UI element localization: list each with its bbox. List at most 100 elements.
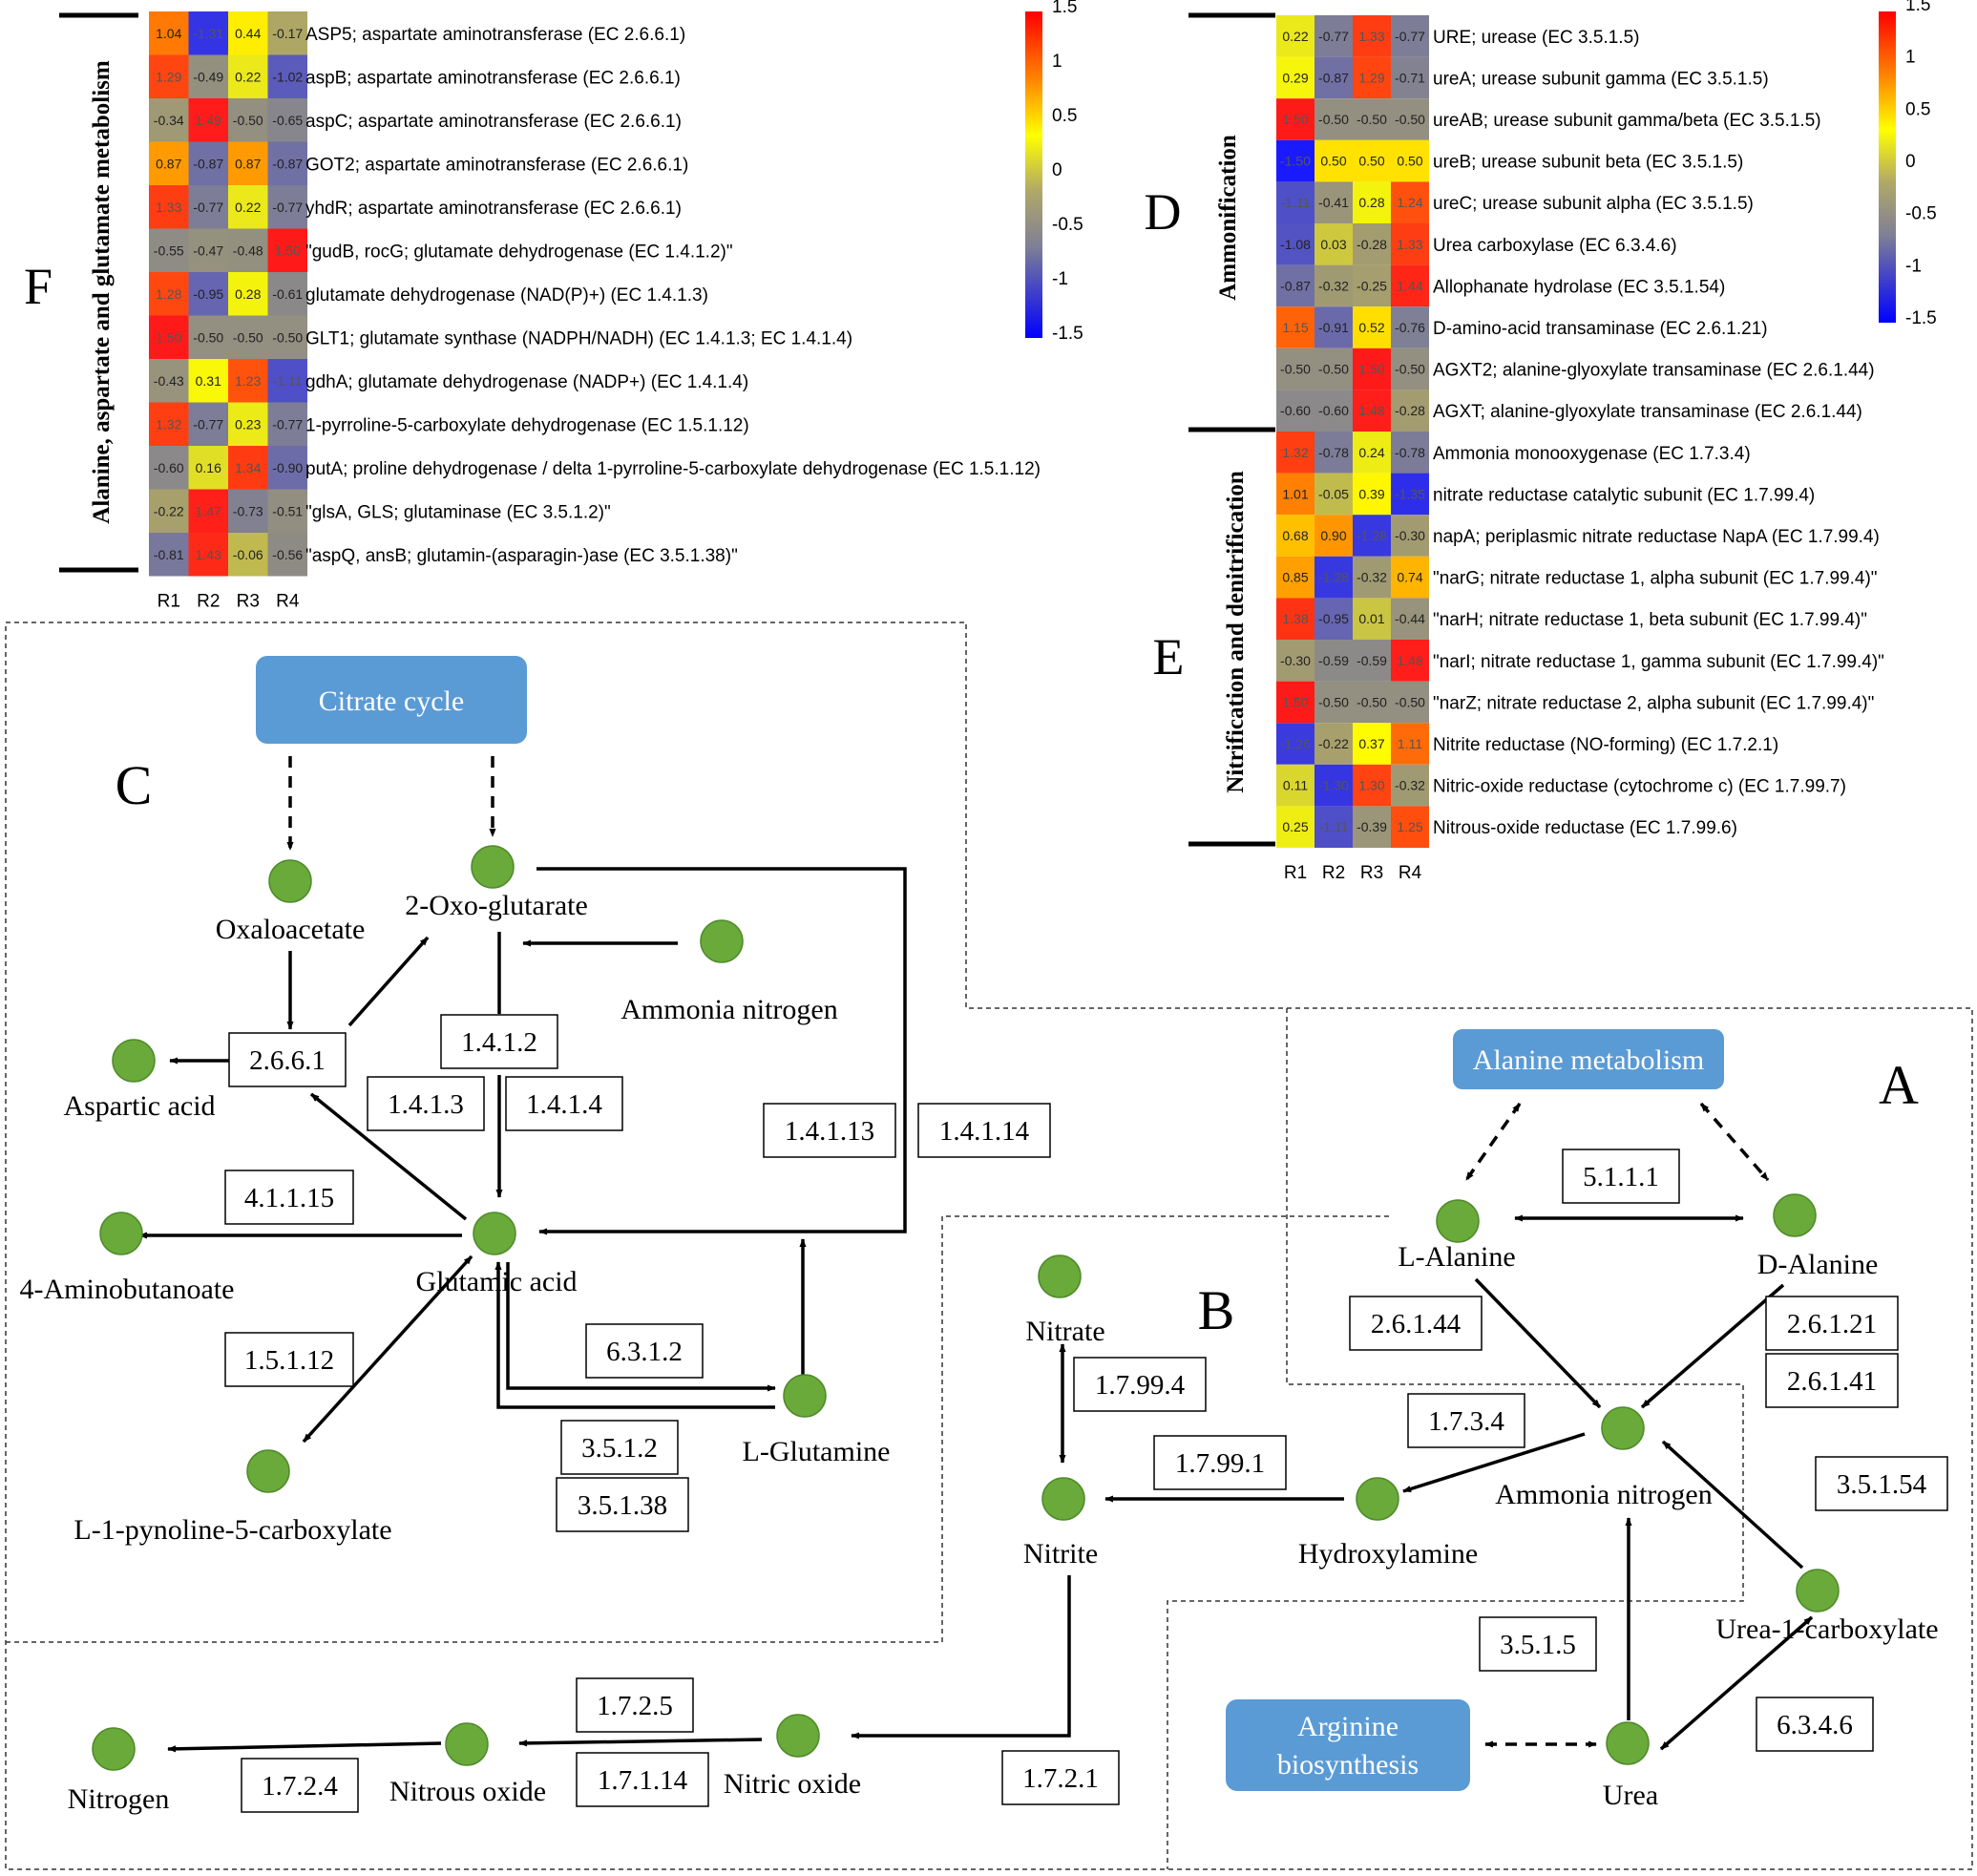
heatmap-cell-value: 1.11 bbox=[1398, 736, 1422, 751]
heatmap-cell bbox=[1391, 723, 1429, 765]
heatmap-cell bbox=[1353, 181, 1391, 223]
metabolite-node-d-alanine bbox=[1773, 1193, 1817, 1237]
heatmap-cell-value: 1.29 bbox=[156, 69, 181, 84]
heatmap-cell bbox=[188, 272, 228, 316]
heatmap-cell bbox=[1276, 556, 1314, 599]
heatmap-cell bbox=[149, 141, 189, 185]
heatmap-cell-value: -1.28 bbox=[1318, 570, 1349, 585]
metabolite-node-l-alanine bbox=[1436, 1199, 1480, 1243]
heatmap-cell bbox=[267, 228, 307, 272]
heatmap-cell bbox=[228, 228, 268, 272]
heatmap-cell bbox=[1353, 640, 1391, 682]
heatmap-cell bbox=[1353, 432, 1391, 474]
colorbar-tick: -1.5 bbox=[1052, 324, 1083, 344]
heatmap-cell bbox=[1314, 348, 1353, 390]
heatmap-cell-value: 0.31 bbox=[196, 373, 221, 389]
heatmap-cell-value: -0.39 bbox=[1357, 819, 1387, 834]
heatmap-cell-value: -0.60 bbox=[1280, 403, 1311, 418]
enzyme-box bbox=[1765, 1353, 1899, 1408]
heatmap-cell bbox=[1314, 390, 1353, 432]
heatmap-cell-value: -1.11 bbox=[1281, 195, 1311, 210]
metabolite-label-aspartic: Aspartic acid bbox=[63, 1090, 215, 1122]
category-box-citrate: Citrate cycle bbox=[256, 656, 527, 744]
metabolite-label-glutamic: Glutamic acid bbox=[415, 1266, 577, 1297]
colorbar-tick: -0.5 bbox=[1905, 204, 1937, 224]
heatmap-row-label: napA; periplasmic nitrate reductase NapA… bbox=[1433, 527, 1880, 547]
metabolite-label-aminobutanoate: 4-Aminobutanoate bbox=[20, 1274, 235, 1305]
heatmap-cell-value: -0.95 bbox=[1318, 611, 1349, 626]
heatmap-cell-value: -1.11 bbox=[273, 373, 303, 389]
heatmap-cell bbox=[1353, 264, 1391, 307]
heatmap-cell-value: 0.87 bbox=[156, 156, 181, 171]
metabolite-node-glutamine bbox=[783, 1374, 827, 1418]
heatmap-row-label: glutamate dehydrogenase (NAD(P)+) (EC 1.… bbox=[305, 285, 708, 306]
enzyme-box bbox=[1349, 1296, 1483, 1351]
metabolite-label-urea-carboxylate: Urea-1-carboxylate bbox=[1715, 1613, 1938, 1645]
heatmap-cell bbox=[1276, 764, 1314, 807]
heatmap-cell bbox=[1314, 139, 1353, 182]
enzyme-ec-label: 3.5.1.2 bbox=[581, 1433, 658, 1464]
heatmap-cell bbox=[228, 489, 268, 533]
heatmap-cell-value: 1.32 bbox=[156, 416, 181, 432]
heatmap-cell-value: 1.50 bbox=[1282, 694, 1308, 709]
heatmap-cell bbox=[188, 489, 228, 533]
metabolite-label-nitrate: Nitrate bbox=[1025, 1316, 1104, 1347]
heatmap-row-label: AGXT; alanine-glyoxylate transaminase (E… bbox=[1433, 402, 1862, 422]
heatmap-row-label: URE; urease (EC 3.5.1.5) bbox=[1433, 28, 1639, 48]
colorbar-tick: 0 bbox=[1905, 152, 1916, 172]
heatmap-cell-value: -0.05 bbox=[1318, 486, 1349, 501]
heatmap-cell bbox=[1276, 264, 1314, 307]
enzyme-box bbox=[1153, 1435, 1287, 1490]
heatmap-cell-value: -0.43 bbox=[154, 373, 184, 389]
colorbar-tick: -1 bbox=[1052, 269, 1068, 289]
colorbar-tick: 0.5 bbox=[1905, 99, 1930, 119]
heatmap-cell-value: -0.50 bbox=[1280, 362, 1311, 377]
heatmap-cell-value: 0.23 bbox=[235, 416, 261, 432]
heatmap-cell-value: 1.50 bbox=[1282, 112, 1308, 127]
heatmap-cell-value: -0.60 bbox=[154, 460, 184, 475]
heatmap-cell-value: 1.49 bbox=[196, 113, 221, 128]
heatmap-cell bbox=[188, 533, 228, 577]
heatmap-cell-value: -0.50 bbox=[1395, 362, 1425, 377]
heatmap-cell bbox=[1391, 181, 1429, 223]
heatmap-column-label: R4 bbox=[276, 592, 300, 612]
heatmap-cell-value: 1.47 bbox=[196, 503, 221, 518]
heatmap-cell bbox=[149, 402, 189, 446]
heatmap-row-label: putA; proline dehydrogenase / delta 1-py… bbox=[305, 459, 1041, 479]
heatmap-row-label: ureA; urease subunit gamma (EC 3.5.1.5) bbox=[1433, 69, 1769, 89]
heatmap-cell bbox=[267, 359, 307, 403]
enzyme-ec-label: 4.1.1.15 bbox=[244, 1183, 334, 1213]
metabolite-node-pyrroline bbox=[246, 1449, 290, 1493]
heatmap-cell-value: -0.28 bbox=[1357, 237, 1387, 252]
heatmap-cell-value: 0.16 bbox=[196, 460, 221, 475]
heatmap-cell-value: 0.11 bbox=[1283, 778, 1308, 793]
heatmap-cell-value: -0.44 bbox=[1395, 611, 1425, 626]
heatmap-cell bbox=[228, 11, 268, 55]
heatmap-cell bbox=[1353, 139, 1391, 182]
colorbar-tick: -1 bbox=[1905, 256, 1922, 276]
heatmap-cell-value: -0.87 bbox=[272, 156, 303, 171]
group-label-nitrification: Nitrification and denitrification bbox=[1223, 471, 1249, 793]
heatmap-cell bbox=[1314, 806, 1353, 848]
heatmap-cell bbox=[228, 272, 268, 316]
heatmap-cell bbox=[149, 315, 189, 359]
heatmap-cell bbox=[1314, 598, 1353, 640]
enzyme-box bbox=[576, 1677, 694, 1733]
heatmap-cell-value: -0.17 bbox=[272, 26, 303, 41]
heatmap-cell-value: 1.32 bbox=[1282, 445, 1308, 460]
heatmap-cell bbox=[149, 533, 189, 577]
heatmap-cell-value: -0.77 bbox=[272, 200, 303, 215]
enzyme-box bbox=[1765, 1296, 1899, 1351]
heatmap-row-label: "narZ; nitrate reductase 2, alpha subuni… bbox=[1433, 693, 1874, 713]
heatmap-cell bbox=[1314, 723, 1353, 765]
heatmap-cell-value: 1.50 bbox=[156, 329, 181, 345]
heatmap-cell-value: -0.50 bbox=[1395, 694, 1425, 709]
heatmap-cell bbox=[149, 11, 189, 55]
enzyme-ec-label: 5.1.1.1 bbox=[1583, 1162, 1659, 1192]
heatmap-cell bbox=[1353, 764, 1391, 807]
heatmap-cell-value: 0.28 bbox=[235, 286, 261, 302]
metabolite-label-oxoglutarate: 2-Oxo-glutarate bbox=[405, 890, 588, 921]
heatmap-cell bbox=[1276, 348, 1314, 390]
